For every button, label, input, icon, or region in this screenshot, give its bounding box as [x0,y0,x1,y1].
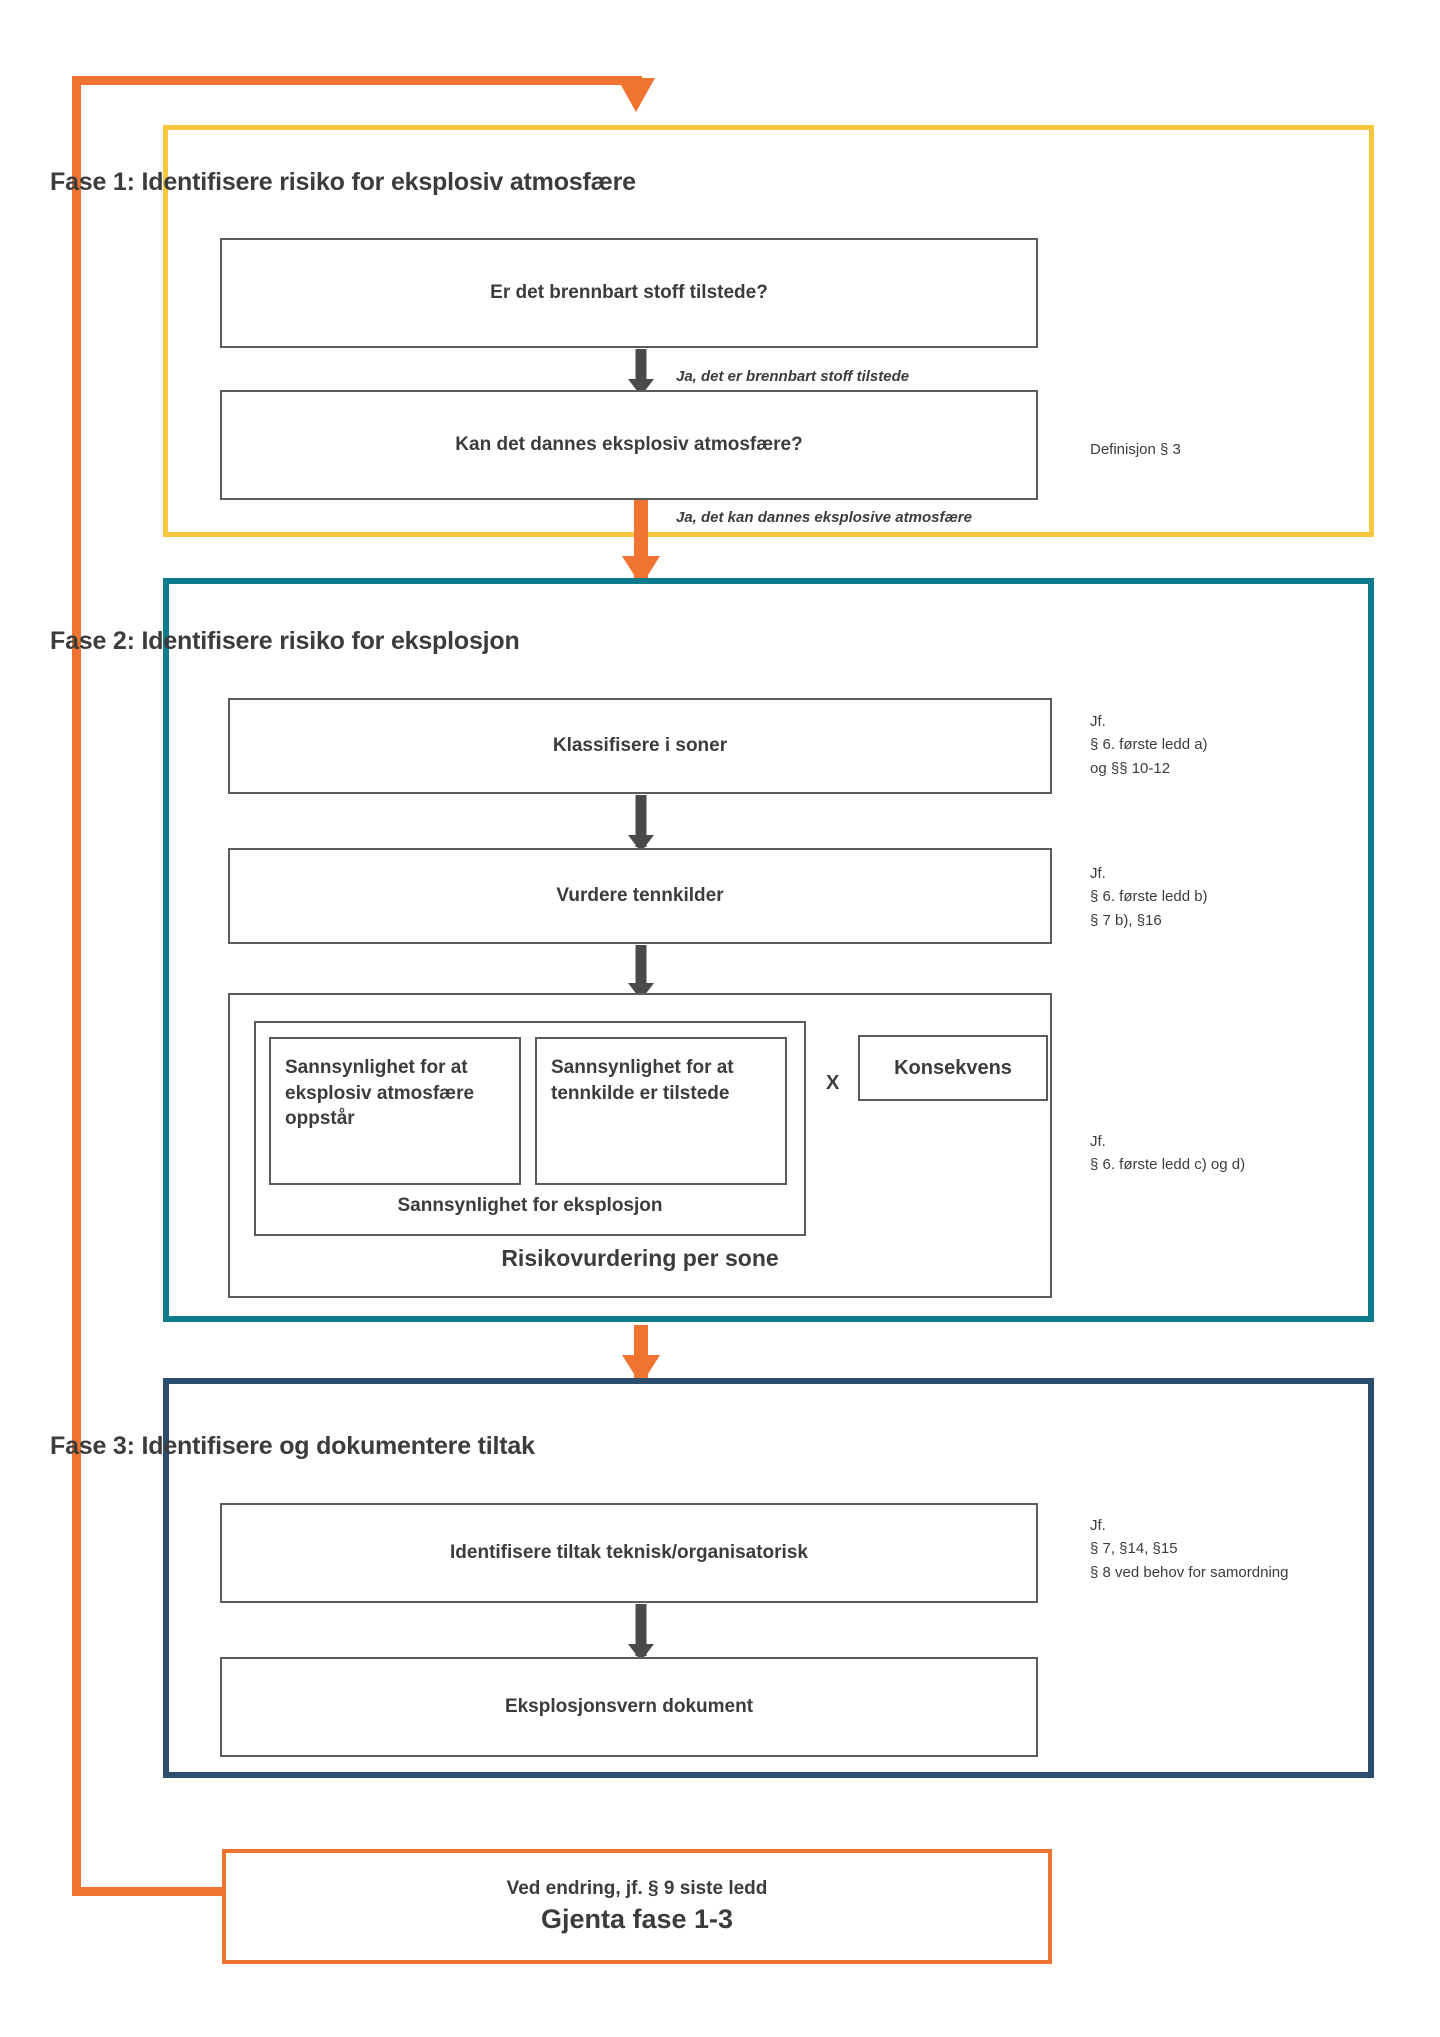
phase-3-title: Fase 3: Identifisere og dokumentere tilt… [50,1432,535,1460]
multiply-symbol-icon: X [826,1072,840,1094]
edge-label-ja-brennbart-stoff: Ja, det er brennbart stoff tilstede [676,368,910,385]
probability-box-eksplosiv-atmosfaere[interactable]: Sannsynlighet for at eksplosiv atmosfære… [269,1037,521,1185]
phase-1-box-eksplosiv-atmosfaere[interactable]: Kan det dannes eksplosiv atmosfære? [220,390,1038,500]
repeat-headline-text: Gjenta fase 1-3 [540,1904,734,1934]
phase-3-box-eksplosjonsvern-dokument[interactable]: Eksplosjonsvern dokument [220,1657,1038,1757]
phase-2-title: Fase 2: Identifisere risiko for eksplosj… [50,627,520,655]
phase-1-reference-definisjon: Definisjon § 3 [1090,441,1181,458]
risk-assessment-group: Sannsynlighet for at eksplosiv atmosfære… [228,993,1052,1298]
phase-2-reference-risikovurdering: Jf. § 6. første ledd c) og d) [1090,1133,1246,1174]
feedback-loop-arrowhead-icon [617,78,655,112]
phase-1-box-brennbart-stoff[interactable]: Er det brennbart stoff tilstede? [220,238,1038,348]
phase-2-reference-tennkilder: Jf. § 6. første ledd b) § 7 b), §16 [1090,865,1208,929]
feedback-loop-left-segment [72,76,81,1896]
phase-2-reference-klassifisere: Jf. § 6. første ledd a) og §§ 10-12 [1090,713,1208,777]
repeat-phases-box[interactable]: Ved endring, jf. § 9 siste ledd Gjenta f… [222,1849,1052,1964]
risk-per-zone-label: Risikovurdering per sone [501,1245,779,1271]
consequence-box[interactable]: Konsekvens [858,1035,1048,1101]
edge-label-ja-eksplosive-atmosfaere: Ja, det kan dannes eksplosive atmosfære [676,509,972,526]
phase-3-reference-tiltak: Jf. § 7, §14, §15 § 8 ved behov for samo… [1090,1517,1289,1581]
phase-2-box-klassifisere-soner[interactable]: Klassifisere i soner [228,698,1052,794]
repeat-note-text: Ved endring, jf. § 9 siste ledd [506,1878,768,1899]
probability-group-label: Sannsynlighet for eksplosjon [397,1195,663,1216]
feedback-loop-top-segment [72,76,642,85]
phase-3-box-identifisere-tiltak[interactable]: Identifisere tiltak teknisk/organisatori… [220,1503,1038,1603]
probability-group: Sannsynlighet for at eksplosiv atmosfære… [254,1021,806,1236]
probability-box-tennkilde[interactable]: Sannsynlighet for at tennkilde er tilste… [535,1037,787,1185]
phase-2-box-vurdere-tennkilder[interactable]: Vurdere tennkilder [228,848,1052,944]
phase-1-title: Fase 1: Identifisere risiko for eksplosi… [50,168,636,196]
feedback-loop-bottom-segment [72,1887,222,1896]
